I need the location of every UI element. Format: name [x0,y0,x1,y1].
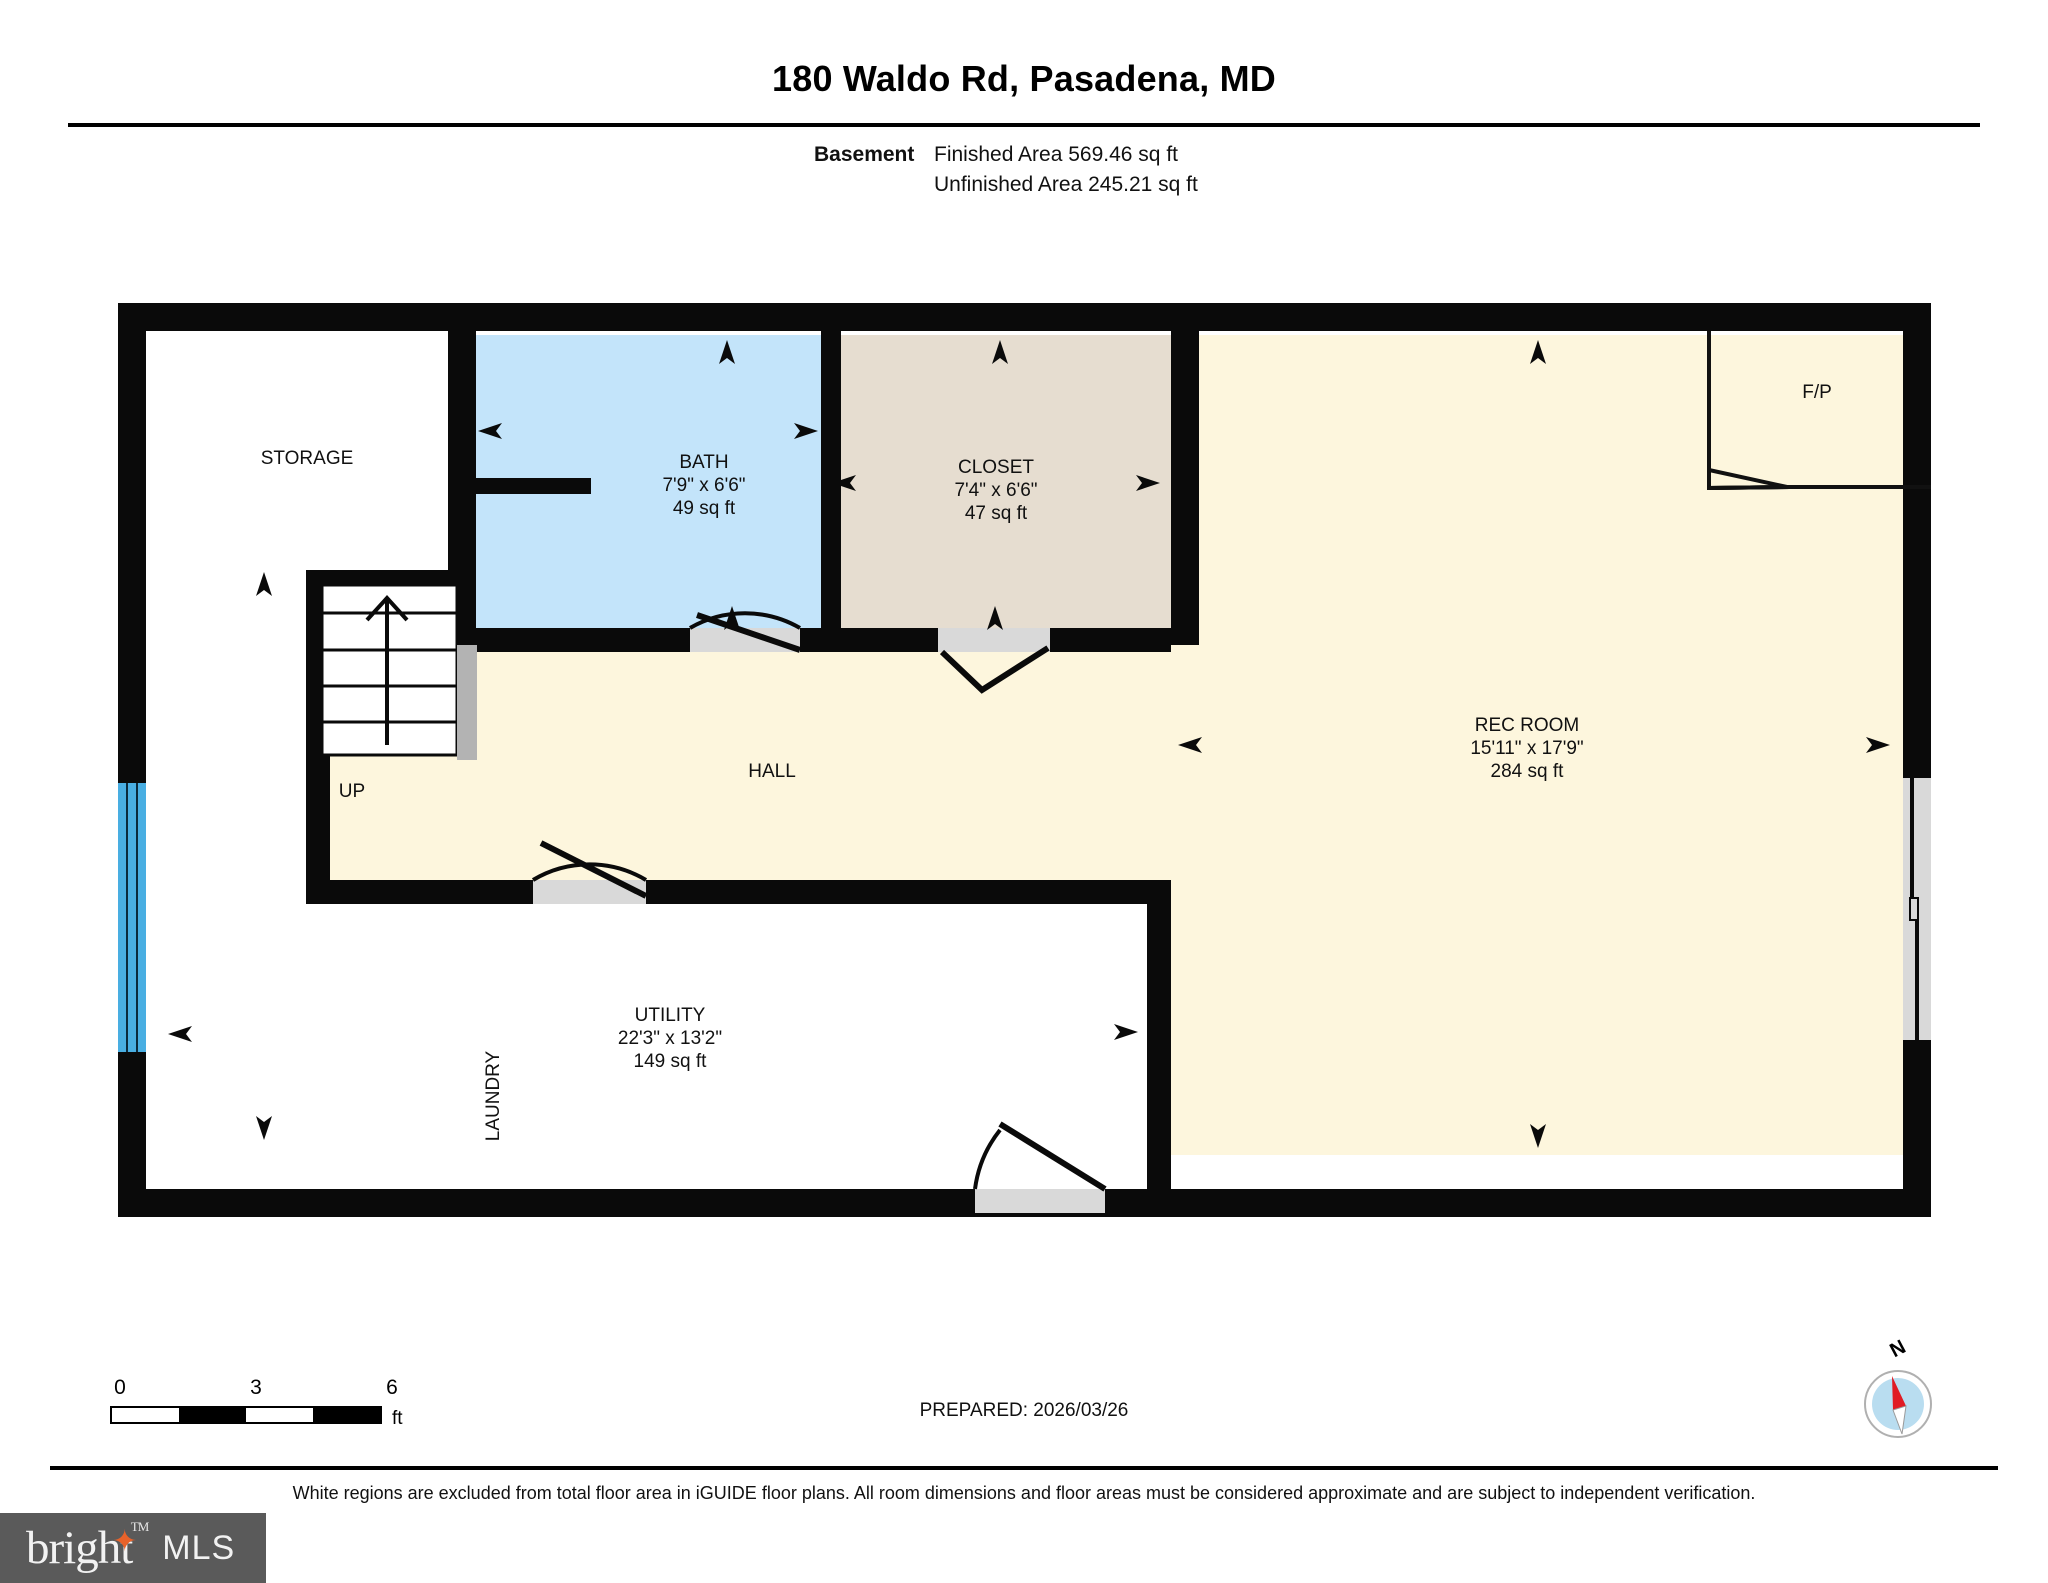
room-label-utility: UTILITY [635,1005,706,1026]
room-area-bath: 49 sq ft [673,498,736,519]
room-label-fireplace: F/P [1802,382,1832,403]
logo-mls-text: MLS [162,1528,236,1567]
room-area-closet: 47 sq ft [965,503,1028,524]
room-dims-recroom: 15'11" x 17'9" [1470,738,1583,759]
scale-bar [110,1406,382,1424]
scale-seg-4 [313,1408,380,1422]
bright-mls-logo: bright ✦ TM MLS [0,1513,266,1583]
room-area-recroom: 284 sq ft [1491,761,1565,782]
window-left-wall [118,783,146,1052]
stairs-up-label: UP [339,781,365,802]
sliding-door-right-wall [1903,778,1931,1040]
room-recroom-fill [1171,335,1931,1155]
staircase [320,583,477,760]
room-label-recroom: REC ROOM [1475,715,1580,736]
room-dims-closet: 7'4" x 6'6" [954,480,1037,501]
interior-walls [306,331,1199,1215]
room-dims-bath: 7'9" x 6'6" [662,475,745,496]
scale-tick-labels: 0 3 6 [100,1376,398,1400]
scale-seg-2 [179,1408,246,1422]
view-arrows [168,340,1890,1148]
unfinished-area-row: x Unfinished Area 245.21 sq ft [814,170,1234,200]
room-closet-fill [841,335,1171,645]
finished-area-value: Finished Area 569.46 sq ft [934,143,1178,166]
room-utility-fill [118,900,1171,1205]
door-hall-utility [531,840,648,904]
scale-tick-0: 0 [114,1376,126,1399]
level-label: Basement [814,143,915,166]
room-label-laundry: LAUNDRY [483,1050,504,1141]
disclaimer-text: White regions are excluded from total fl… [292,1483,1756,1503]
unfinished-area-value: Unfinished Area 245.21 sq ft [934,173,1198,197]
door-bath [689,611,801,653]
compass-rose-icon [1862,1368,1934,1440]
room-label-hall: HALL [748,761,796,782]
star-icon: ✦ [112,1525,137,1558]
footer-divider [50,1466,1998,1470]
room-label-closet: CLOSET [958,457,1034,478]
bath-partition-wall [448,478,591,494]
scale-unit-label: ft [392,1408,403,1429]
room-dims-utility: 22'3" x 13'2" [618,1028,722,1049]
door-utility-exterior [973,1121,1107,1213]
compass-north-label: N [1862,1335,1934,1363]
page-title: 180 Waldo Rd, Pasadena, MD [772,58,1276,99]
room-label-storage: STORAGE [261,448,354,469]
room-area-utility: 149 sq ft [634,1051,708,1072]
logo-tm-mark: TM [130,1519,149,1534]
prepared-date: PREPARED: 2026/03/26 [919,1400,1129,1421]
header-divider [68,123,1980,127]
logo-bright-text: bright ✦ TM [26,1519,149,1575]
fireplace-outline [1707,331,1931,491]
logo-bright-word: bright [26,1522,133,1574]
area-summary: Basement Finished Area 569.46 sq ft x Un… [0,140,2048,201]
finished-area-row: Basement Finished Area 569.46 sq ft [814,140,1234,170]
room-label-bath: BATH [679,452,728,473]
stairs-up-arrow [365,595,409,745]
scale-tick-6: 6 [386,1376,398,1399]
scale-tick-3: 3 [250,1376,262,1399]
compass-north-text: N [1886,1335,1910,1363]
door-closet [938,628,1050,694]
